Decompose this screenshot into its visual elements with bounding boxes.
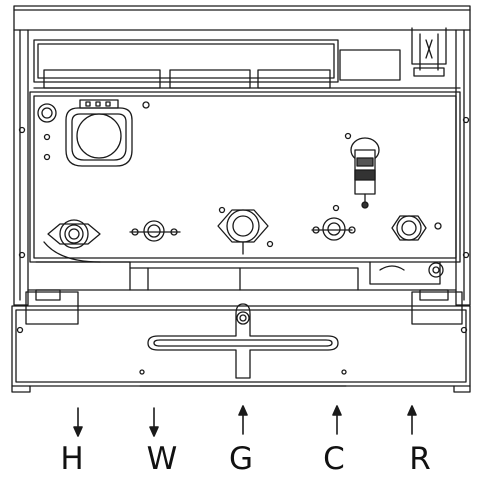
arrow-r-head bbox=[407, 405, 417, 416]
bottom-cover bbox=[11, 291, 471, 393]
label-w: W bbox=[146, 441, 178, 477]
arrow-h-head bbox=[73, 426, 83, 437]
fitting-w bbox=[129, 220, 181, 242]
fitting-h bbox=[43, 219, 101, 263]
label-r: R bbox=[409, 441, 431, 477]
fitting-r bbox=[391, 215, 442, 241]
arrow-c-head bbox=[332, 405, 342, 416]
arrow-g-head bbox=[238, 405, 248, 416]
boiler-casing bbox=[13, 5, 471, 306]
fitting-c bbox=[311, 204, 356, 241]
label-h: H bbox=[60, 441, 84, 477]
gas-valve bbox=[344, 132, 380, 209]
label-g: G bbox=[228, 441, 254, 477]
control-plate bbox=[29, 87, 461, 263]
cover-handle bbox=[147, 303, 339, 379]
arrow-w-head bbox=[149, 426, 159, 437]
flow-arrows bbox=[73, 405, 417, 437]
upper-frame bbox=[33, 27, 447, 89]
label-c: C bbox=[323, 441, 345, 477]
plate-fixings bbox=[18, 101, 470, 259]
lower-hydraulics bbox=[35, 261, 449, 301]
connection-fittings bbox=[43, 204, 442, 263]
pump-housing bbox=[65, 99, 133, 167]
fitting-g bbox=[217, 206, 274, 255]
